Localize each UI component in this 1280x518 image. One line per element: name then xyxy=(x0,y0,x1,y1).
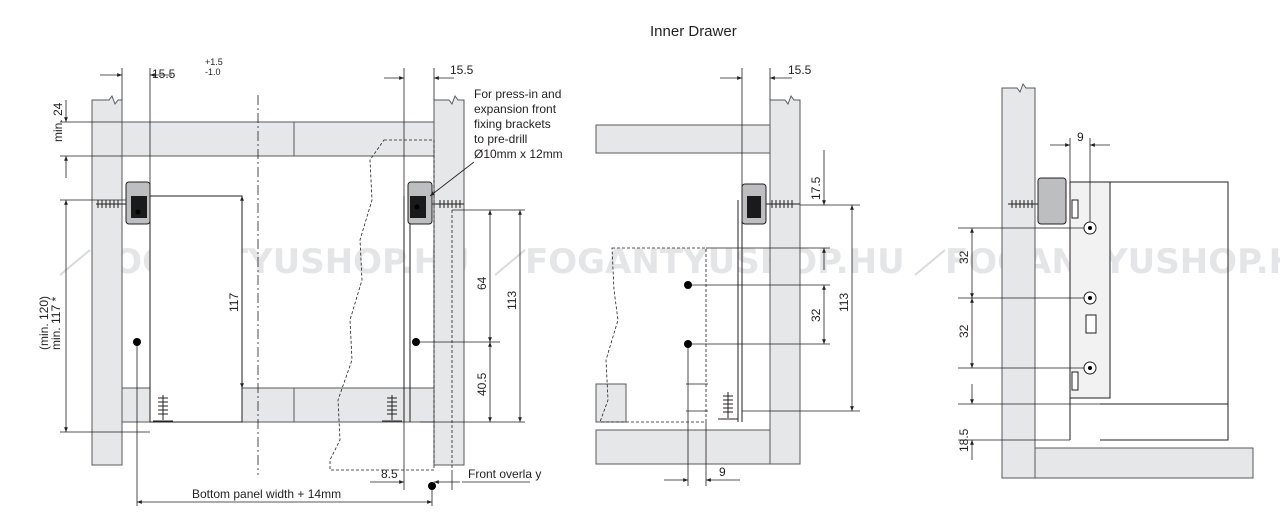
runner-lock-left xyxy=(131,196,147,218)
fig3-bottom-shelf xyxy=(1034,447,1254,479)
dim-tolerance-plus: +1.5 xyxy=(205,57,223,67)
drawer-side-left xyxy=(149,195,243,423)
label-front-overlay: Front overla y xyxy=(468,467,541,481)
fig3-dim-32-lower: 32 xyxy=(957,324,971,338)
figure-3-side-view: 9 32 32 18.5 xyxy=(957,82,1254,479)
watermark-swoosh-1 xyxy=(59,249,91,276)
fig2-dot-lower xyxy=(684,340,692,348)
diagram-title: Inner Drawer xyxy=(650,23,737,40)
fig3-drawer-outline xyxy=(1100,181,1229,441)
dim-min-120: (min. 120) xyxy=(37,296,51,350)
fig3-dim-18-5: 18.5 xyxy=(957,428,971,452)
dim-15-5-left: 15.5 xyxy=(152,67,176,81)
front-panel-outline xyxy=(329,139,435,471)
fig2-dim-17-5: 17.5 xyxy=(809,176,823,200)
watermark-2: FOGANTYUSHOP.HU xyxy=(525,242,905,282)
note-line-3: fixing brackets xyxy=(474,117,551,131)
dim-min-117: min. 117 * xyxy=(49,297,63,350)
note-line-4: to pre-drill xyxy=(474,132,527,146)
fig2-dim-15-5: 15.5 xyxy=(788,63,812,77)
fig2-side-panel xyxy=(769,94,801,465)
ref-dot-left xyxy=(133,338,141,346)
dim-8-5: 8.5 xyxy=(381,467,398,481)
note-line-5: Ø10mm x 12mm xyxy=(474,147,563,161)
right-side-panel xyxy=(433,94,465,466)
fig2-dim-32: 32 xyxy=(809,308,823,322)
watermark-1: FOGANTYUSHOP.HU xyxy=(90,242,470,282)
screw-right xyxy=(432,200,464,208)
watermark-group: FOGANTYUSHOP.HU FOGANTYUSHOP.HU FOGANTYU… xyxy=(59,242,1280,282)
fig2-dim-113: 113 xyxy=(837,293,851,312)
fig2-dot-upper xyxy=(684,281,692,289)
ref-dot-bottom xyxy=(428,482,436,490)
screw-bottom-left xyxy=(153,395,173,422)
fig3-dim-32-upper: 32 xyxy=(957,250,971,264)
figure-2-inner-drawer: 15.5 17.5 32 113 9 xyxy=(595,63,860,486)
fig3-screw xyxy=(1008,200,1038,208)
figure-1-cross-section: 15.5 +1.5 -1.0 min. 24 (min. 120) min. 1… xyxy=(37,57,563,506)
watermark-3: FOGANTYUSHOP.HU xyxy=(945,242,1280,282)
fig2-front-outline xyxy=(599,247,707,423)
fig2-screw-bottom xyxy=(718,392,738,420)
right-top-shelf xyxy=(293,121,435,157)
fig3-side-panel xyxy=(1001,82,1036,479)
fig2-bottom-shelf xyxy=(595,429,771,465)
label-bottom-panel-width: Bottom panel width + 14mm xyxy=(192,487,341,501)
dim-min-24: min. 24 xyxy=(51,102,65,142)
dim-15-5-right: 15.5 xyxy=(450,63,474,77)
dim-113: 113 xyxy=(505,291,519,310)
note-line-2: expansion front xyxy=(474,102,557,116)
fig2-mid-block xyxy=(595,383,627,423)
dim-64: 64 xyxy=(475,276,489,290)
watermark-swoosh-3 xyxy=(914,249,946,276)
fig2-top-shelf xyxy=(595,124,771,154)
fig3-runner-bracket xyxy=(1037,177,1067,225)
dim-40-5: 40.5 xyxy=(475,372,489,396)
left-side-panel xyxy=(91,94,123,466)
note-line-1: For press-in and xyxy=(474,87,561,101)
dim-117: 117 xyxy=(227,293,241,312)
fig2-screw xyxy=(766,200,800,208)
right-bottom-shelf xyxy=(293,387,435,423)
ref-dot-right xyxy=(412,338,420,346)
fig2-dim-9: 9 xyxy=(719,465,726,479)
watermark-swoosh-2 xyxy=(494,249,526,276)
fig3-dim-9: 9 xyxy=(1077,130,1084,144)
screw-left xyxy=(96,200,126,208)
dim-tolerance-minus: -1.0 xyxy=(205,67,221,77)
screw-bottom-right xyxy=(382,395,402,422)
